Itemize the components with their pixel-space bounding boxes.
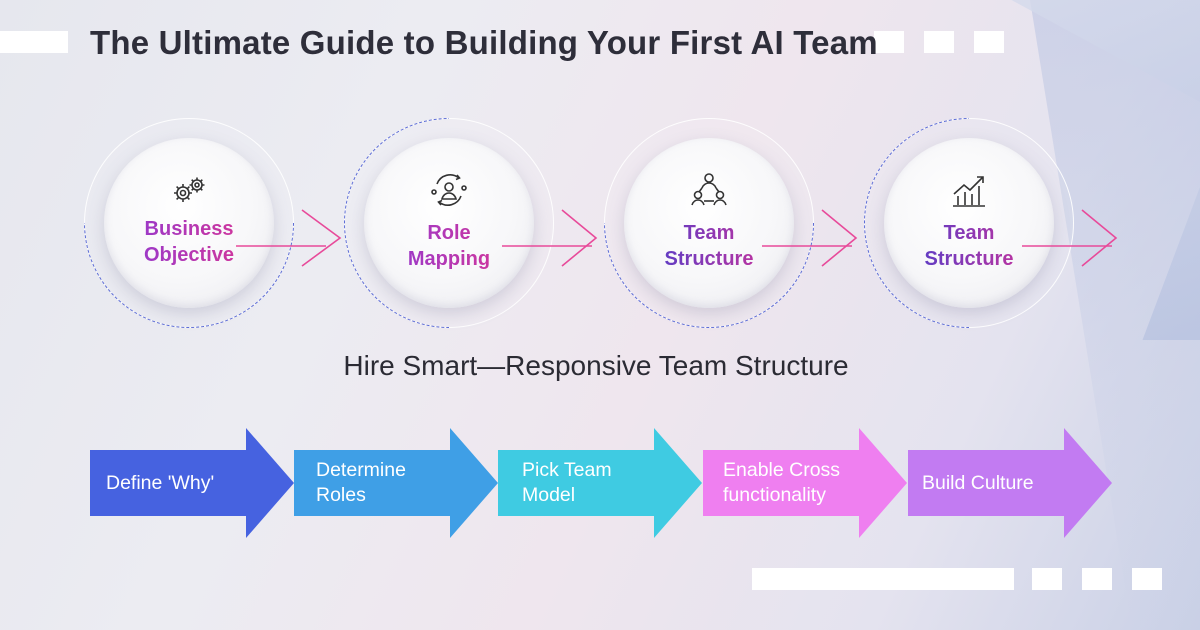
connector-arrow-2: [502, 209, 598, 267]
decor-square-top-2: [924, 31, 954, 53]
decor-square-top-3: [974, 31, 1004, 53]
section-subtitle: Hire Smart—Responsive Team Structure: [343, 350, 849, 381]
step-team-structure: Team Structure: [604, 118, 816, 330]
process-label-line1: Define 'Why': [106, 471, 215, 494]
step-disc: [624, 138, 794, 308]
process-step-label: Define 'Why': [106, 428, 256, 538]
step-disc: [884, 138, 1054, 308]
decor-square-top-1: [874, 31, 904, 53]
step-disc: [104, 138, 274, 308]
decor-bar-top-left: [0, 31, 68, 53]
chevron-arrow-shape: [498, 428, 702, 538]
process-label-line2: functionality: [723, 484, 826, 506]
step-business-objective: Business Objective: [84, 118, 296, 330]
gears-icon: [174, 177, 205, 202]
growth-chart-icon: [953, 176, 985, 207]
process-step-label: Enable Cross functionality: [723, 428, 899, 538]
process-step-enable-cross-functionality: Enable Cross functionality: [703, 428, 907, 538]
connector-arrow-3: [762, 209, 858, 267]
step-disc: [364, 138, 534, 308]
process-label-line1: Pick Team: [522, 459, 612, 481]
chevron-arrow-shape: [703, 428, 907, 538]
chevron-arrow-shape: [294, 428, 498, 538]
chevron-arrow-shape: [908, 428, 1112, 538]
process-step-build-culture: Build Culture: [908, 428, 1112, 538]
process-step-define-why: Define 'Why': [90, 428, 294, 538]
step-role-mapping: Role Mapping: [344, 118, 556, 330]
team-network-icon: [691, 173, 727, 206]
decor-square-bottom-3: [1132, 568, 1162, 590]
process-label-line1: Determine: [316, 459, 406, 481]
decor-square-bottom-2: [1082, 568, 1112, 590]
decor-bar-bottom-right: [752, 568, 1014, 590]
page-title: The Ultimate Guide to Building Your Firs…: [90, 24, 878, 61]
decor-square-bottom-1: [1032, 568, 1062, 590]
connector-arrow-4: [1022, 209, 1118, 267]
process-step-label: Build Culture: [922, 428, 1072, 538]
chevron-arrow-shape: [90, 428, 294, 538]
connector-arrow-1: [236, 209, 342, 267]
process-label-line2: Model: [522, 484, 576, 506]
process-label-line2: Roles: [316, 484, 366, 506]
process-label-line1: Build Culture: [922, 471, 1034, 494]
user-cycle-icon: [431, 174, 467, 206]
process-label-line1: Enable Cross: [723, 459, 841, 481]
step-team-structure-growth: Team Structure: [864, 118, 1076, 330]
